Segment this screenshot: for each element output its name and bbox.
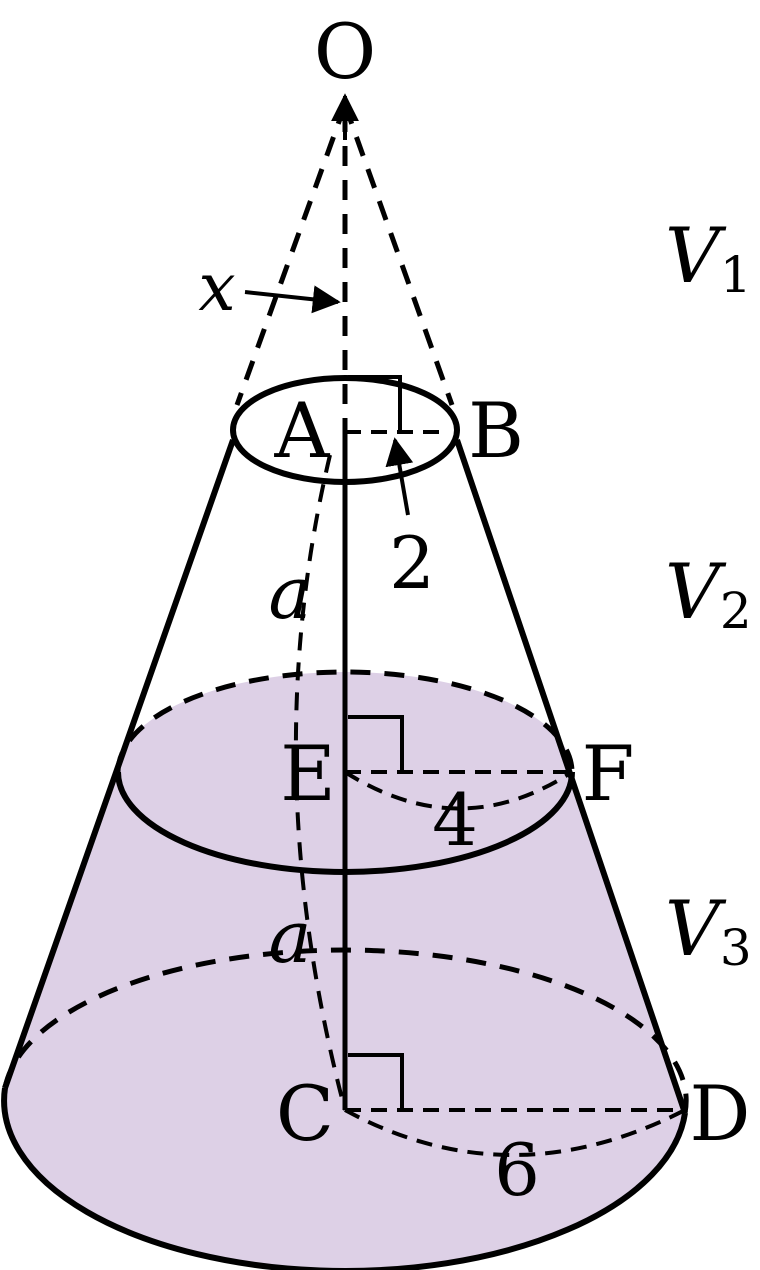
apex-line-right — [342, 104, 455, 406]
label-x: x — [198, 249, 235, 326]
two-pointer-arrow — [385, 437, 414, 516]
top-circle — [230, 375, 460, 485]
label-E: E — [280, 729, 335, 818]
label-F: F — [582, 729, 635, 818]
label-slant-upper: a — [269, 551, 312, 635]
right-angle-mid — [348, 715, 404, 770]
hidden-meridian — [293, 454, 347, 1111]
label-slant-lower: a — [269, 895, 312, 979]
label-O: O — [314, 7, 376, 96]
label-V2: V2 — [665, 547, 752, 640]
right-angle-top — [348, 375, 402, 430]
label-B: B — [468, 386, 524, 475]
right-angle-bottom — [348, 1053, 404, 1108]
bottom-circle-front — [1, 1087, 688, 1270]
label-radius-bottom: 6 — [494, 1128, 540, 1212]
label-C: C — [276, 1069, 334, 1158]
label-V3: V3 — [665, 884, 752, 977]
bottom-circle-back — [2, 947, 689, 1114]
apex-line-left — [234, 104, 348, 406]
label-V1: V1 — [665, 211, 752, 304]
label-radius-top: 2 — [389, 521, 435, 605]
mid-circle-front — [115, 771, 575, 875]
label-A: A — [274, 386, 331, 475]
label-radius-mid: 4 — [432, 778, 478, 862]
label-D: D — [690, 1069, 751, 1158]
radius-mid-arc — [343, 770, 574, 811]
mid-circle-back — [115, 669, 575, 773]
x-pointer-arrow — [244, 285, 341, 314]
